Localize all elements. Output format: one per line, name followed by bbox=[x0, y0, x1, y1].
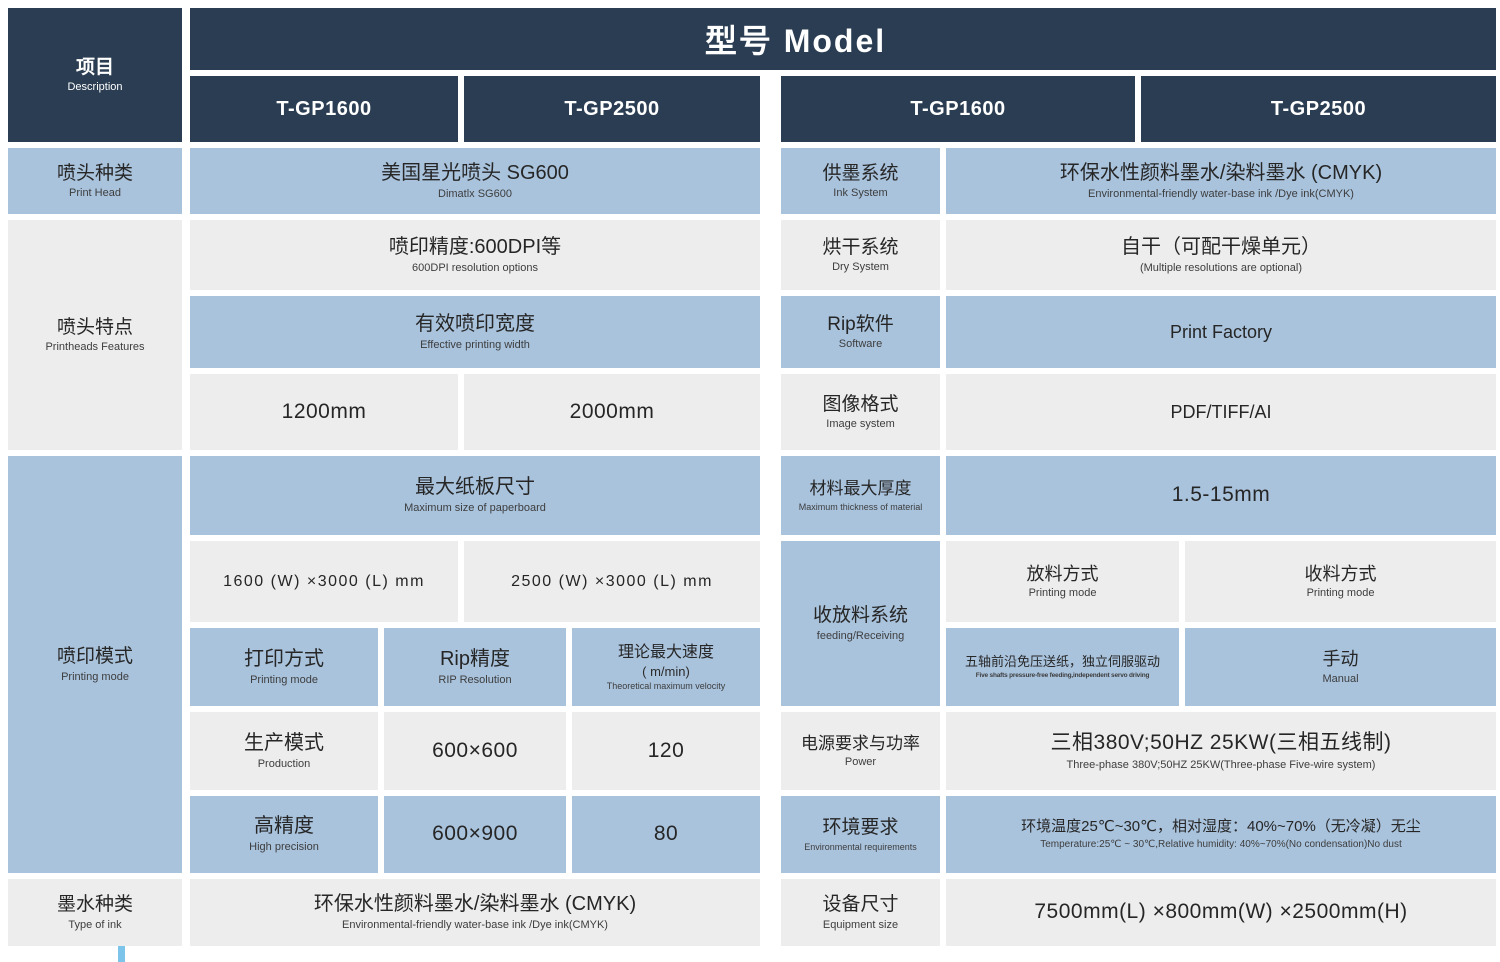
row-high-precision-rip: 600×900 bbox=[384, 796, 566, 873]
label-dry-system: 烘干系统 Dry System bbox=[781, 220, 940, 290]
label-equipment-size: 设备尺寸 Equipment size bbox=[781, 879, 940, 946]
value-width-gp1600: 1200mm bbox=[190, 374, 458, 450]
label-printheads-features: 喷头特点 Printheads Features bbox=[8, 220, 182, 450]
label-image-format: 图像格式 Image system bbox=[781, 374, 940, 450]
row-production-label: 生产模式 Production bbox=[190, 712, 378, 790]
value-equipment-size: 7500mm(L) ×800mm(W) ×2500mm(H) bbox=[946, 879, 1496, 946]
value-environment: 环境温度25℃~30℃，相对湿度：40%~70%（无冷凝）无尘 Temperat… bbox=[946, 796, 1496, 873]
column-header-right-gp2500: T-GP2500 bbox=[1141, 76, 1496, 142]
column-max-velocity: 理论最大速度 ( m/min) Theoretical maximum velo… bbox=[572, 628, 760, 706]
label-rip-software: Rip软件 Software bbox=[781, 296, 940, 368]
item-description-header: 项目 Description bbox=[8, 8, 182, 142]
value-image-format: PDF/TIFF/AI bbox=[946, 374, 1496, 450]
header-feed-mode: 放料方式 Printing mode bbox=[946, 541, 1179, 622]
label-max-thickness: 材料最大厚度 Maximum thickness of material bbox=[781, 456, 940, 535]
value-print-head: 美国星光喷头 SG600 Dimatlx SG600 bbox=[190, 148, 760, 214]
item-label-en: Description bbox=[67, 81, 123, 94]
value-effective-width: 有效喷印宽度 Effective printing width bbox=[190, 296, 760, 368]
header-receive-mode: 收料方式 Printing mode bbox=[1185, 541, 1496, 622]
row-production-speed: 120 bbox=[572, 712, 760, 790]
label-power: 电源要求与功率 Power bbox=[781, 712, 940, 790]
row-high-precision-speed: 80 bbox=[572, 796, 760, 873]
value-ink-type: 环保水性颜料墨水/染料墨水 (CMYK) Environmental-frien… bbox=[190, 879, 760, 946]
label-environment: 环境要求 Environmental requirements bbox=[781, 796, 940, 873]
value-dry-system: 自干（可配干燥单元） (Multiple resolutions are opt… bbox=[946, 220, 1496, 290]
column-print-mode: 打印方式 Printing mode bbox=[190, 628, 378, 706]
value-size-gp1600: 1600 (W) ×3000 (L) mm bbox=[190, 541, 458, 622]
label-printing-mode: 喷印模式 Printing mode bbox=[8, 456, 182, 873]
row-production-rip: 600×600 bbox=[384, 712, 566, 790]
value-rip-software: Print Factory bbox=[946, 296, 1496, 368]
value-ink-system: 环保水性颜料墨水/染料墨水 (CMYK) Environmental-frien… bbox=[946, 148, 1496, 214]
value-size-gp2500: 2500 (W) ×3000 (L) mm bbox=[464, 541, 760, 622]
column-header-right-gp1600: T-GP1600 bbox=[781, 76, 1135, 142]
value-max-thickness: 1.5-15mm bbox=[946, 456, 1496, 535]
label-ink-system: 供墨系统 Ink System bbox=[781, 148, 940, 214]
column-header-left-gp2500: T-GP2500 bbox=[464, 76, 760, 142]
value-width-gp2500: 2000mm bbox=[464, 374, 760, 450]
label-feeding-receiving: 收放料系统 feeding/Receiving bbox=[781, 541, 940, 706]
item-label-zh: 项目 bbox=[75, 56, 114, 78]
label-ink-type: 墨水种类 Type of ink bbox=[8, 879, 182, 946]
value-max-paperboard: 最大纸板尺寸 Maximum size of paperboard bbox=[190, 456, 760, 535]
value-power: 三相380V;50HZ 25KW(三相五线制) Three-phase 380V… bbox=[946, 712, 1496, 790]
label-print-head: 喷头种类 Print Head bbox=[8, 148, 182, 214]
value-print-resolution: 喷印精度:600DPI等 600DPI resolution options bbox=[190, 220, 760, 290]
accent-tick bbox=[118, 946, 125, 962]
model-title: 型号 Model bbox=[704, 23, 887, 59]
value-receive-mode: 手动 Manual bbox=[1185, 628, 1496, 706]
column-rip-resolution: Rip精度 RIP Resolution bbox=[384, 628, 566, 706]
column-header-left-gp1600: T-GP1600 bbox=[190, 76, 458, 142]
value-feed-mode: 五轴前沿免压送纸，独立伺服驱动 Five shafts pressure-fre… bbox=[946, 628, 1179, 706]
row-high-precision-label: 高精度 High precision bbox=[190, 796, 378, 873]
model-title-bar: 型号 Model bbox=[190, 8, 1496, 70]
